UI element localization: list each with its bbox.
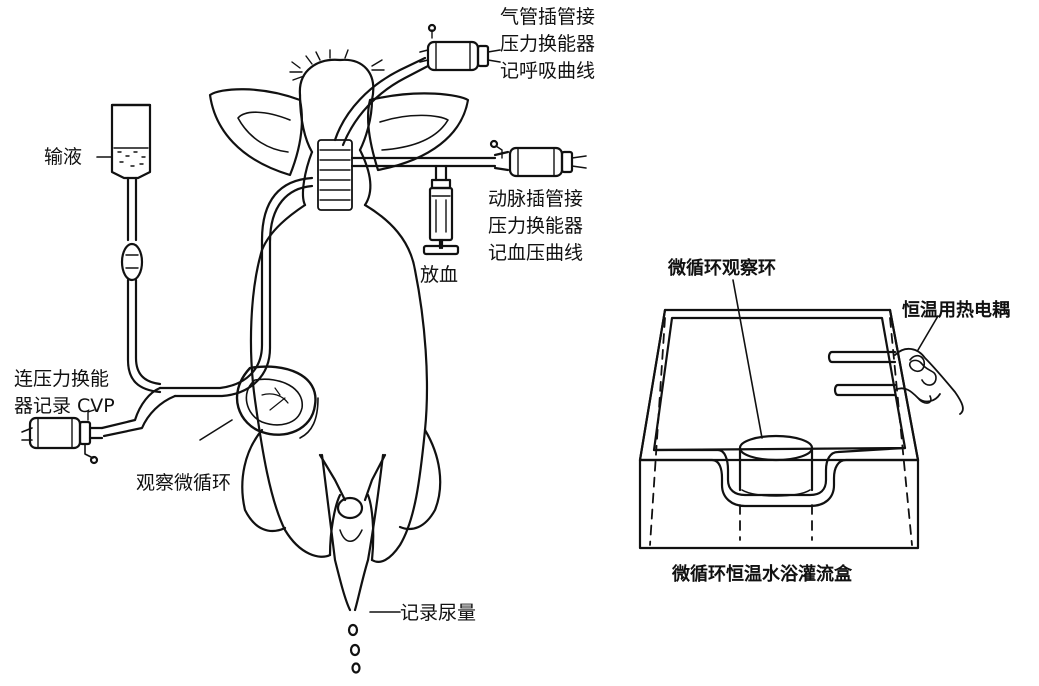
urine-label: 记录尿量: [400, 600, 476, 626]
label-line: 记血压曲线: [488, 240, 583, 267]
label-line: 压力换能器: [488, 213, 583, 240]
leader-lines: [97, 157, 400, 612]
label-line: 压力换能器: [500, 31, 595, 58]
bleed-syringe: [424, 180, 458, 254]
bleed-label: 放血: [420, 262, 458, 288]
label-line: 记呼吸曲线: [500, 58, 595, 85]
cvp-catheter: [102, 178, 312, 436]
cvp-label: 连压力换能 器记录 CVP: [14, 366, 115, 420]
observation-ring-label: 微循环观察环: [668, 256, 776, 282]
observation-ring: [733, 280, 812, 496]
rat-body: [210, 50, 468, 673]
perfusion-box: [640, 310, 918, 548]
label-line: 动脉插管接: [488, 186, 583, 213]
label-line: 气管插管接: [500, 4, 595, 31]
tracheal-cannula: [335, 58, 428, 145]
infusion-system: [112, 105, 160, 392]
arterial-cannula: [352, 158, 495, 180]
thermocouple-label: 恒温用热电耦: [902, 298, 1010, 324]
label-line: 连压力换能: [14, 366, 115, 393]
observe-microcirculation-label: 观察微循环: [136, 470, 231, 496]
arterial-transducer: [491, 141, 586, 176]
tracheal-transducer: [420, 25, 500, 70]
arterial-transducer-label: 动脉插管接 压力换能器 记血压曲线: [488, 186, 583, 267]
label-line: 器记录 CVP: [14, 393, 115, 420]
infusion-label: 输液: [44, 144, 82, 170]
tracheal-transducer-label: 气管插管接 压力换能器 记呼吸曲线: [500, 4, 595, 85]
perfusion-box-caption: 微循环恒温水浴灌流盒: [672, 562, 852, 588]
